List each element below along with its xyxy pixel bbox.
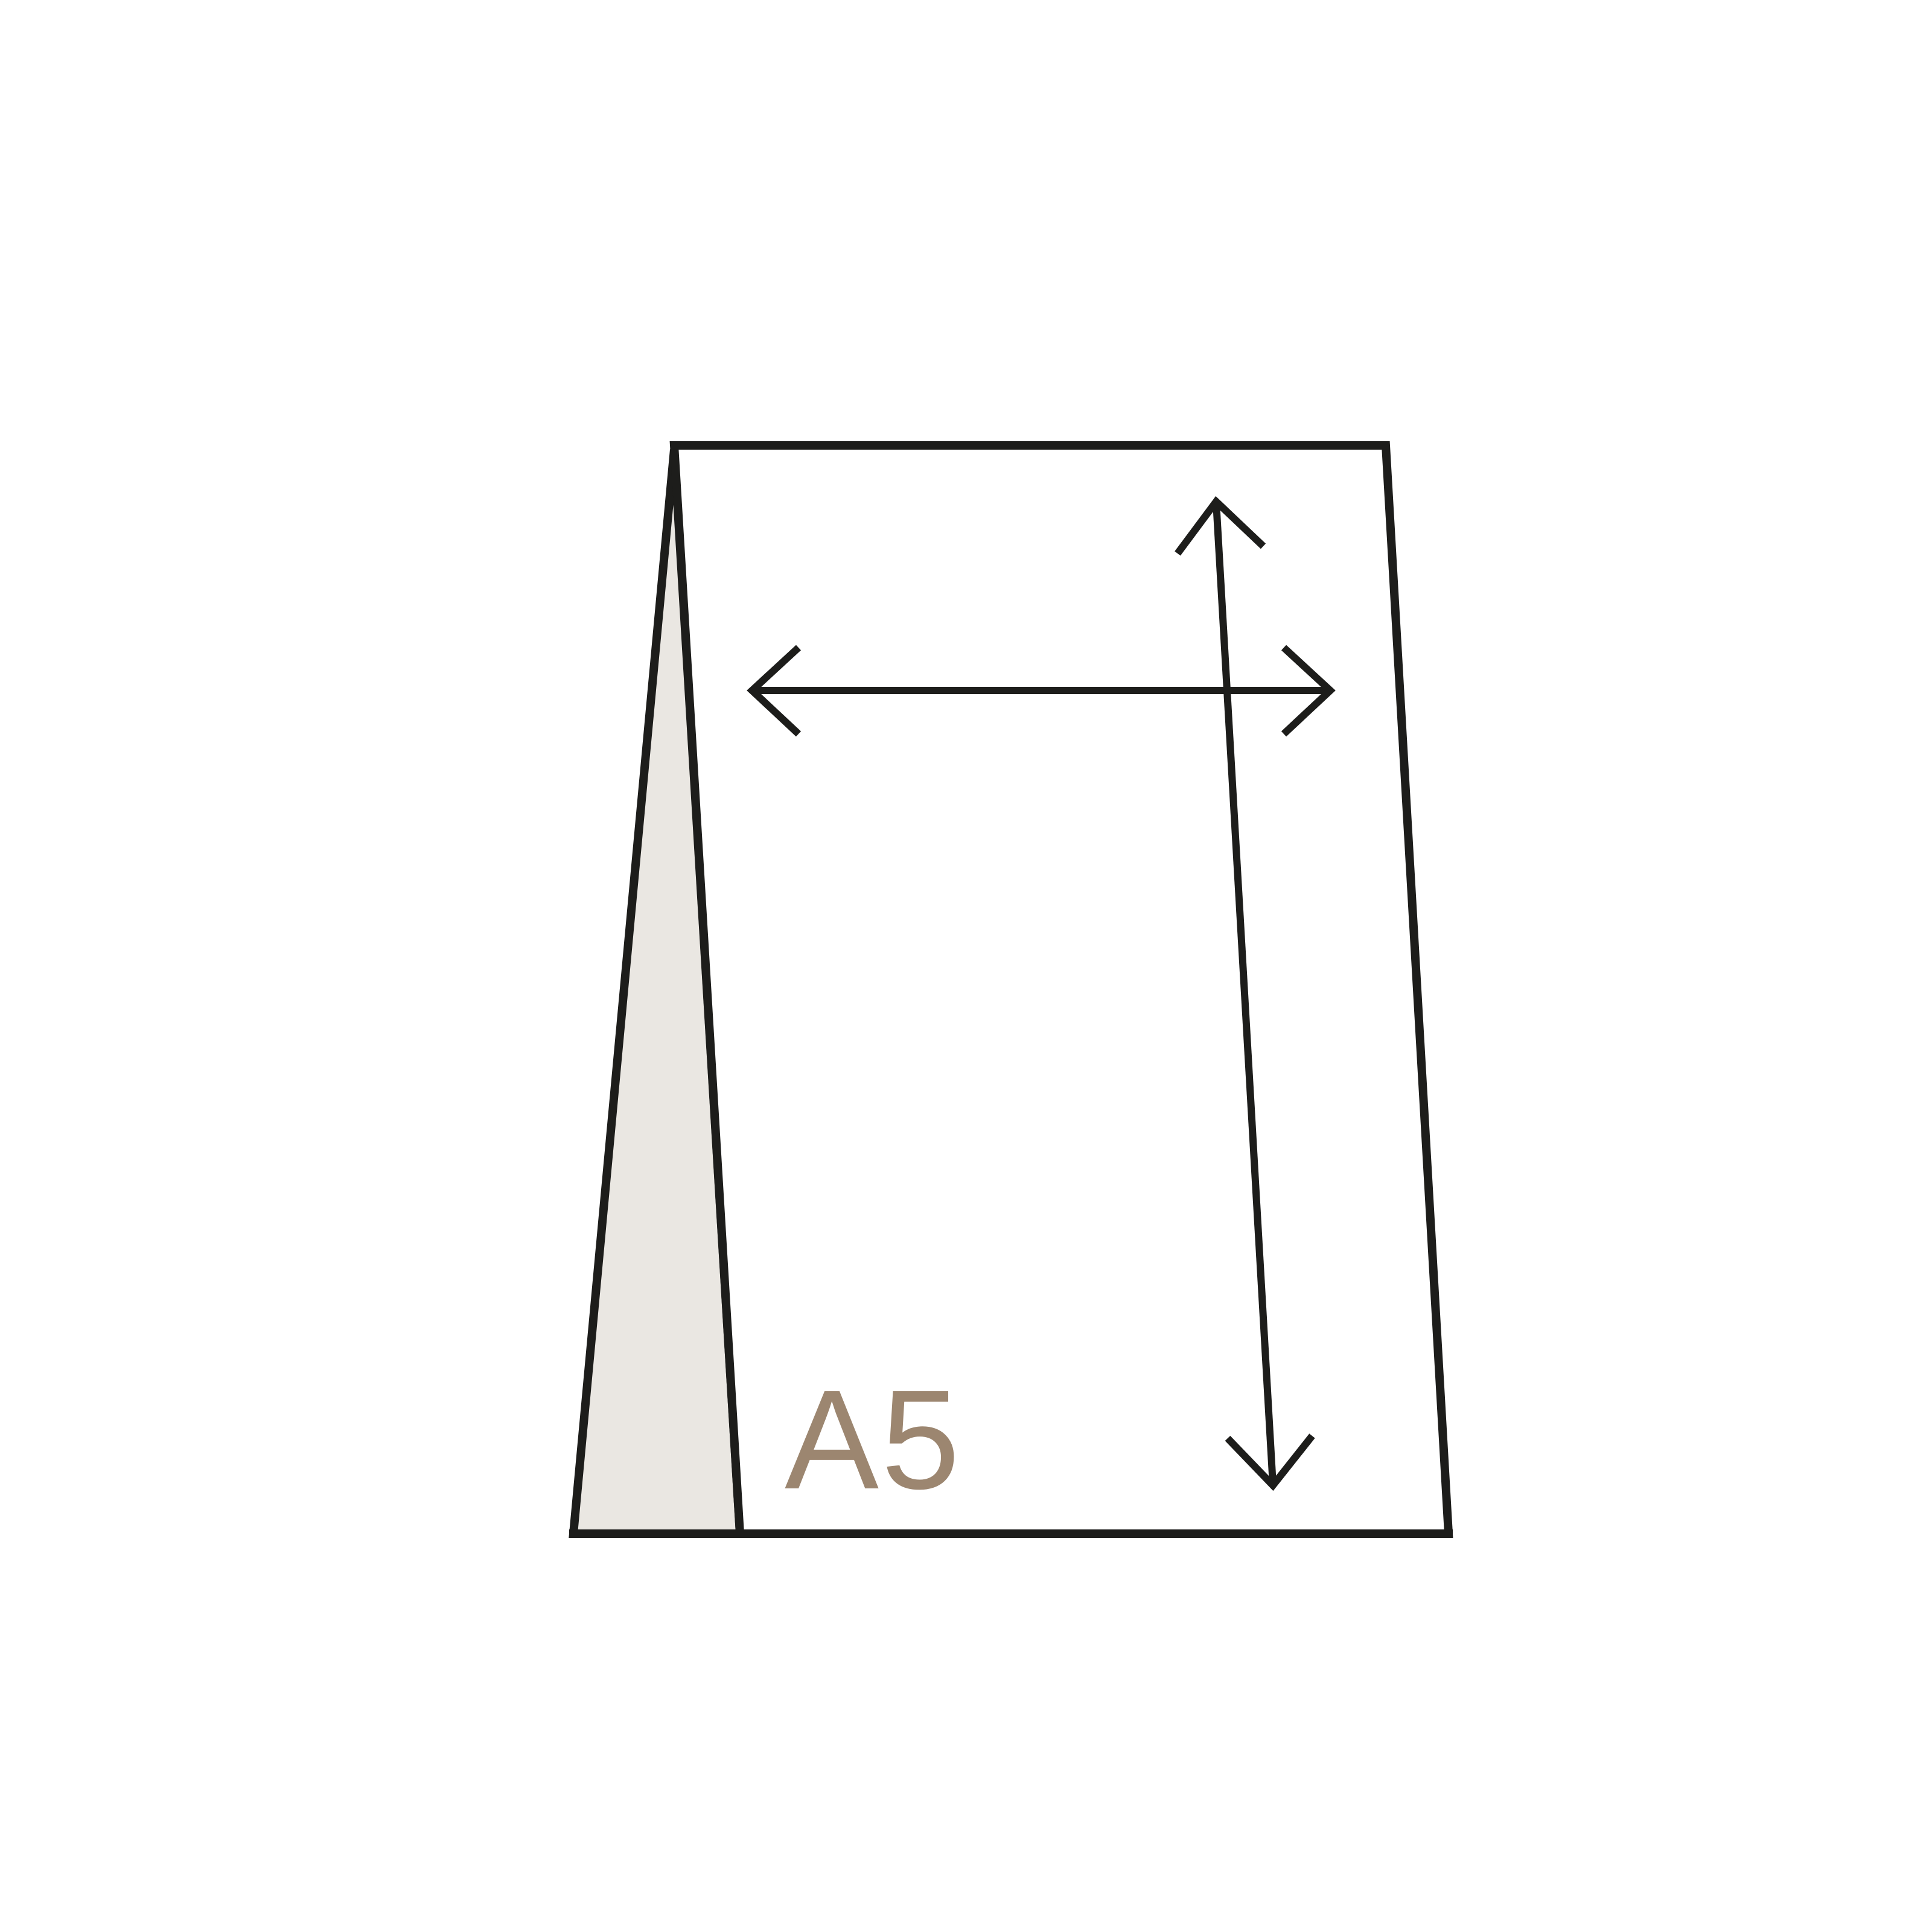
height-arrowhead-top xyxy=(1175,496,1266,556)
height-arrow-shaft xyxy=(1213,502,1277,1485)
width-arrow-icon xyxy=(747,645,1336,737)
width-arrowhead-right xyxy=(1281,645,1336,737)
height-arrow-icon xyxy=(1175,496,1315,1491)
size-label: A5 xyxy=(785,1360,962,1519)
height-arrowhead-bottom xyxy=(1225,1433,1315,1491)
width-arrowhead-left xyxy=(747,645,802,737)
